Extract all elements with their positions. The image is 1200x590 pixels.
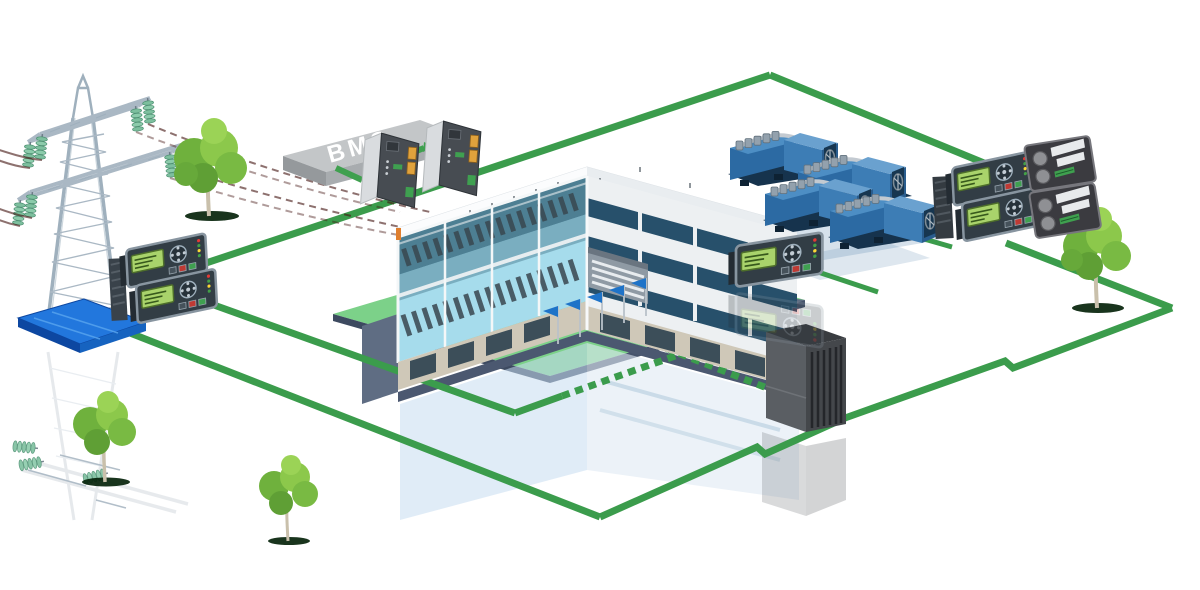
tree [73, 391, 136, 487]
tree [259, 455, 318, 545]
crossarm-lower [16, 142, 186, 202]
line-bottom-apex-to-pylon [128, 329, 602, 521]
ground-debris [11, 439, 127, 509]
genset [826, 192, 946, 251]
flag [565, 299, 581, 337]
cabinet-vents [810, 345, 843, 428]
tree [174, 118, 247, 221]
flag [631, 278, 647, 316]
flag-poles [543, 278, 647, 344]
line-right-apex-to-cabinet [843, 304, 1174, 422]
pylon-bracing [47, 133, 119, 323]
chord-right-dashed [560, 346, 694, 400]
chord-right-solid [513, 392, 564, 417]
grid-controller-stack [108, 231, 220, 327]
building-spur-dashed [625, 329, 774, 394]
pylon-mast [71, 72, 95, 119]
flag [587, 292, 603, 330]
glass-wing [396, 174, 588, 390]
genset-controller-stack [932, 149, 1046, 245]
corner-recess [588, 247, 648, 304]
flag [543, 306, 559, 344]
chord-left [198, 296, 517, 417]
plaza-strip-front [398, 331, 587, 402]
flag [609, 285, 625, 323]
bms-gateway [360, 132, 420, 209]
crossarm-upper [26, 96, 152, 144]
plaza-strip-left [362, 314, 398, 404]
annunciator-panel [1028, 181, 1103, 240]
line-cabinet-to-bottom-apex [598, 414, 847, 521]
cabinet-reflection [762, 432, 846, 516]
line-left-to-top-apex [201, 71, 772, 268]
bms-station: BMS [283, 120, 482, 209]
bms-gateway [422, 120, 482, 197]
annunciator-panels [1023, 134, 1103, 240]
trees [73, 118, 1131, 545]
